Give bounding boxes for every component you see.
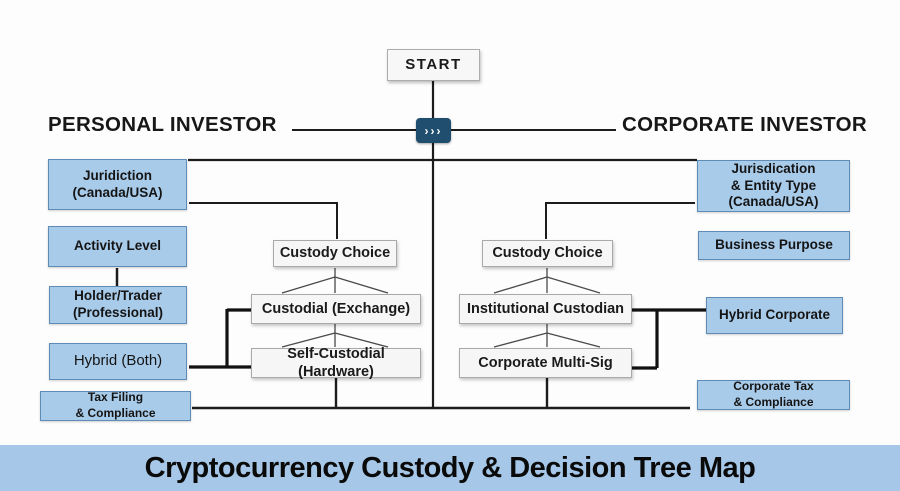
start-node: START <box>387 49 480 81</box>
node-custody-choice-corporate: Custody Choice <box>482 240 613 267</box>
node-custodial-exchange: Custodial (Exchange) <box>251 294 421 324</box>
node-holder-trader: Holder/Trader (Professional) <box>49 286 187 324</box>
node-corporate-multi-sig: Corporate Multi-Sig <box>459 348 632 378</box>
node-hybrid-corporate: Hybrid Corporate <box>706 297 843 334</box>
node-jurisdication-entity-type: Jurisdication & Entity Type (Canada/USA) <box>697 160 850 212</box>
node-institutional-custodian: Institutional Custodian <box>459 294 632 324</box>
page-title: Cryptocurrency Custody & Decision Tree M… <box>144 451 756 484</box>
node-custody-choice-personal: Custody Choice <box>273 240 397 267</box>
node-hybrid-both: Hybrid (Both) <box>49 343 187 380</box>
node-activity-level: Activity Level <box>48 226 187 267</box>
personal-investor-header: PERSONAL INVESTOR <box>48 113 277 136</box>
node-business-purpose: Business Purpose <box>698 231 850 260</box>
junction-chevrons-icon: ››› <box>416 118 451 143</box>
corporate-investor-header: CORPORATE INVESTOR <box>622 113 867 136</box>
node-tax-filing-compliance: Tax Filing & Compliance <box>40 390 191 421</box>
node-jurisdiction-personal: Juridiction (Canada/USA) <box>48 159 187 210</box>
node-corporate-tax-compliance: Corporate Tax & Compliance <box>697 379 850 410</box>
node-self-custodial-hardware: Self-Custodial (Hardware) <box>251 346 421 380</box>
title-bar: Cryptocurrency Custody & Decision Tree M… <box>0 445 900 491</box>
